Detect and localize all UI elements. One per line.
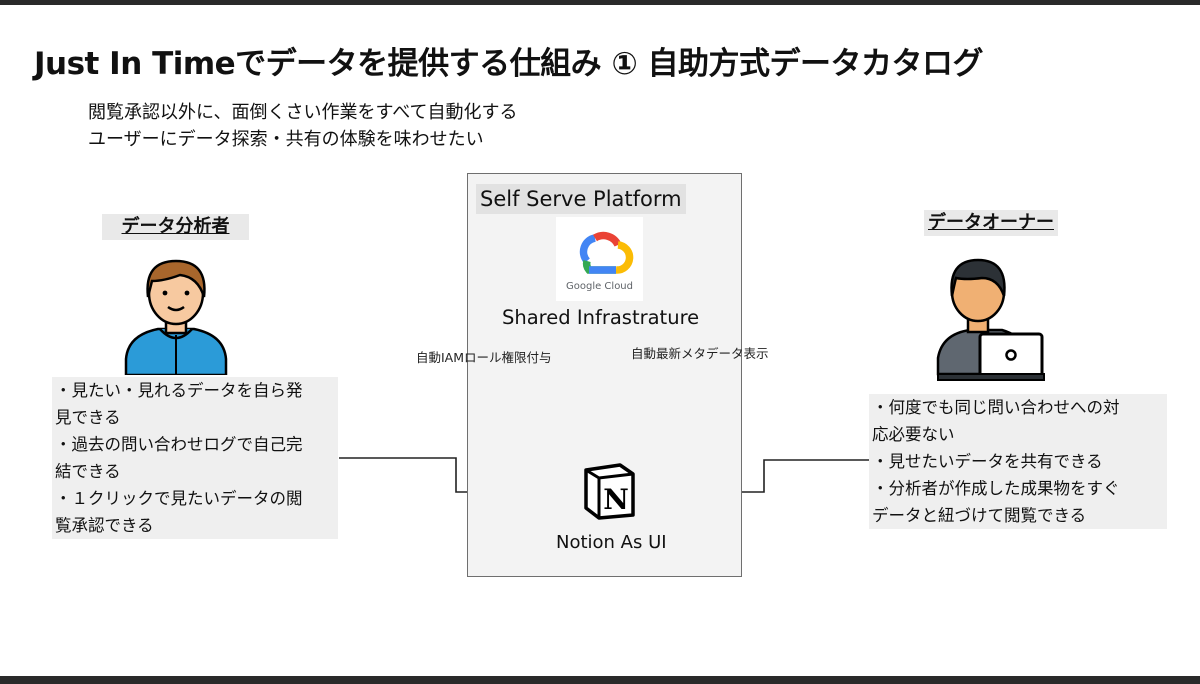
owner-note-line: ・見せたいデータを共有できる — [872, 452, 1103, 471]
window-frame-bottom — [0, 676, 1200, 684]
subtitle-line-2: ユーザーにデータ探索・共有の体験を味わせたい — [88, 129, 484, 150]
owner-note-line: ・分析者が作成した成果物をすぐ — [872, 479, 1120, 498]
google-cloud-logo-icon — [579, 231, 634, 274]
platform-title: Self Serve Platform — [476, 184, 686, 214]
subtitle-line-1: 閲覧承認以外に、面倒くさい作業をすべて自動化する — [88, 102, 518, 123]
owner-label: データオーナー — [924, 210, 1058, 236]
edge-label-iam: 自動IAMロール権限付与 — [416, 350, 552, 365]
svg-text:N: N — [603, 483, 629, 516]
owner-person-laptop-icon — [936, 258, 1045, 381]
analyst-note-line: 覧承認できる — [55, 516, 154, 535]
analyst-note-line: ・１クリックで見たいデータの閲 — [55, 489, 303, 508]
analyst-note-line: ・見たい・見れるデータを自ら発 — [55, 381, 303, 400]
analyst-person-icon — [124, 259, 228, 375]
window-frame-top — [0, 0, 1200, 5]
notion-logo-icon: N — [584, 463, 635, 520]
analyst-label: データ分析者 — [102, 214, 249, 240]
owner-note-line: データと紐づけて閲覧できる — [872, 506, 1087, 525]
google-cloud-text: Google Cloud — [565, 281, 633, 292]
analyst-note-line: 見できる — [55, 408, 121, 427]
slide-title: Just In Timeでデータを提供する仕組み ① 自助方式データカタログ — [34, 46, 984, 82]
owner-note-line: ・何度でも同じ問い合わせへの対 — [872, 398, 1120, 417]
analyst-notes: ・見たい・見れるデータを自ら発 見できる ・過去の問い合わせログで自己完 結でき… — [52, 377, 338, 539]
edge-label-metadata: 自動最新メタデータ表示 — [631, 346, 769, 361]
owner-note-line: 応必要ない — [872, 425, 955, 444]
owner-notes: ・何度でも同じ問い合わせへの対 応必要ない ・見せたいデータを共有できる ・分析… — [869, 394, 1167, 529]
subtitle: 閲覧承認以外に、面倒くさい作業をすべて自動化する ユーザーにデータ探索・共有の体… — [88, 99, 517, 153]
analyst-note-line: 結できる — [55, 462, 121, 481]
google-cloud-logo: Google Cloud — [556, 217, 643, 301]
notion-label: Notion As UI — [556, 532, 667, 553]
shared-infrastructure-label: Shared Infrastrature — [502, 306, 700, 329]
analyst-note-line: ・過去の問い合わせログで自己完 — [55, 435, 303, 454]
